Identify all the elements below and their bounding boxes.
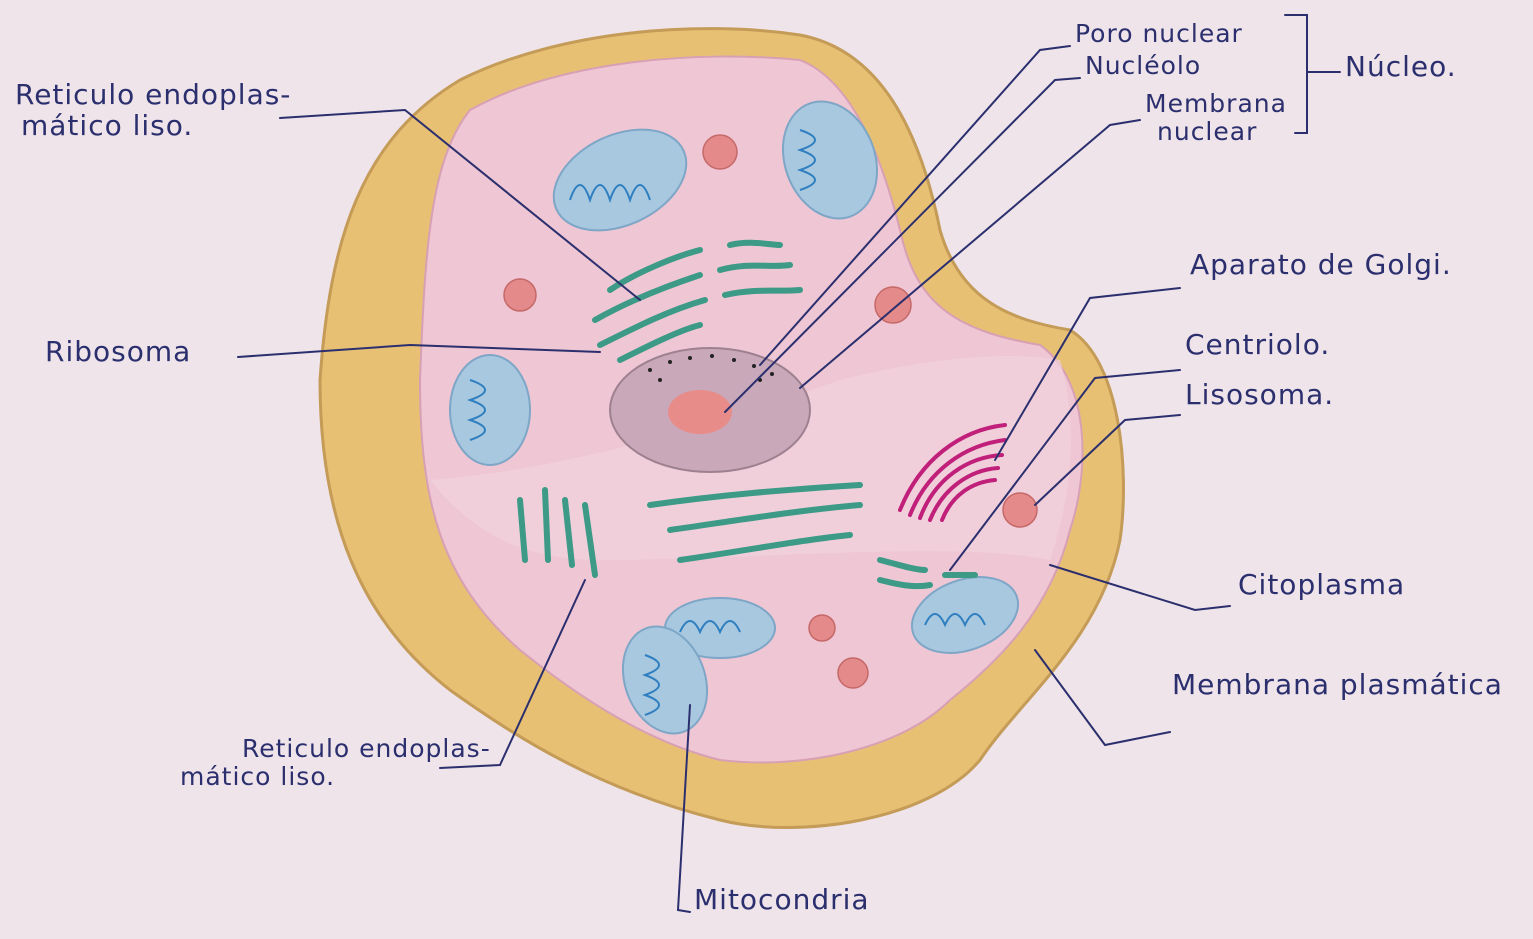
label-membrana-nuclear: Membrana nuclear: [1145, 90, 1287, 145]
label-rel-bottom-line2: mático liso.: [180, 763, 491, 791]
label-golgi: Aparato de Golgi.: [1190, 250, 1452, 281]
label-rel-top: Reticulo endoplas- mático liso.: [15, 80, 291, 142]
label-rel-top-line2: mático liso.: [15, 111, 291, 142]
label-nucleolo: Nucléolo: [1085, 52, 1201, 80]
label-rel-bottom-line1: Reticulo endoplas-: [180, 735, 491, 763]
label-membrana-nuclear-line1: Membrana: [1145, 90, 1287, 118]
nucleolus: [668, 390, 732, 434]
label-lisosoma: Lisosoma.: [1185, 380, 1334, 411]
label-rel-top-line1: Reticulo endoplas-: [15, 80, 291, 111]
label-ribosoma: Ribosoma: [45, 337, 191, 368]
label-mitocondria: Mitocondria: [694, 885, 870, 916]
bracket-nucleo: [1285, 15, 1340, 133]
label-poro-nuclear: Poro nuclear: [1075, 20, 1243, 48]
label-rel-bottom: Reticulo endoplas- mático liso.: [180, 735, 491, 790]
label-membrana-nuclear-line2: nuclear: [1145, 118, 1287, 146]
label-centriolo: Centriolo.: [1185, 330, 1330, 361]
label-nucleo: Núcleo.: [1345, 52, 1457, 83]
label-membrana-plasmatica: Membrana plasmática: [1172, 670, 1503, 701]
label-citoplasma: Citoplasma: [1238, 570, 1405, 601]
